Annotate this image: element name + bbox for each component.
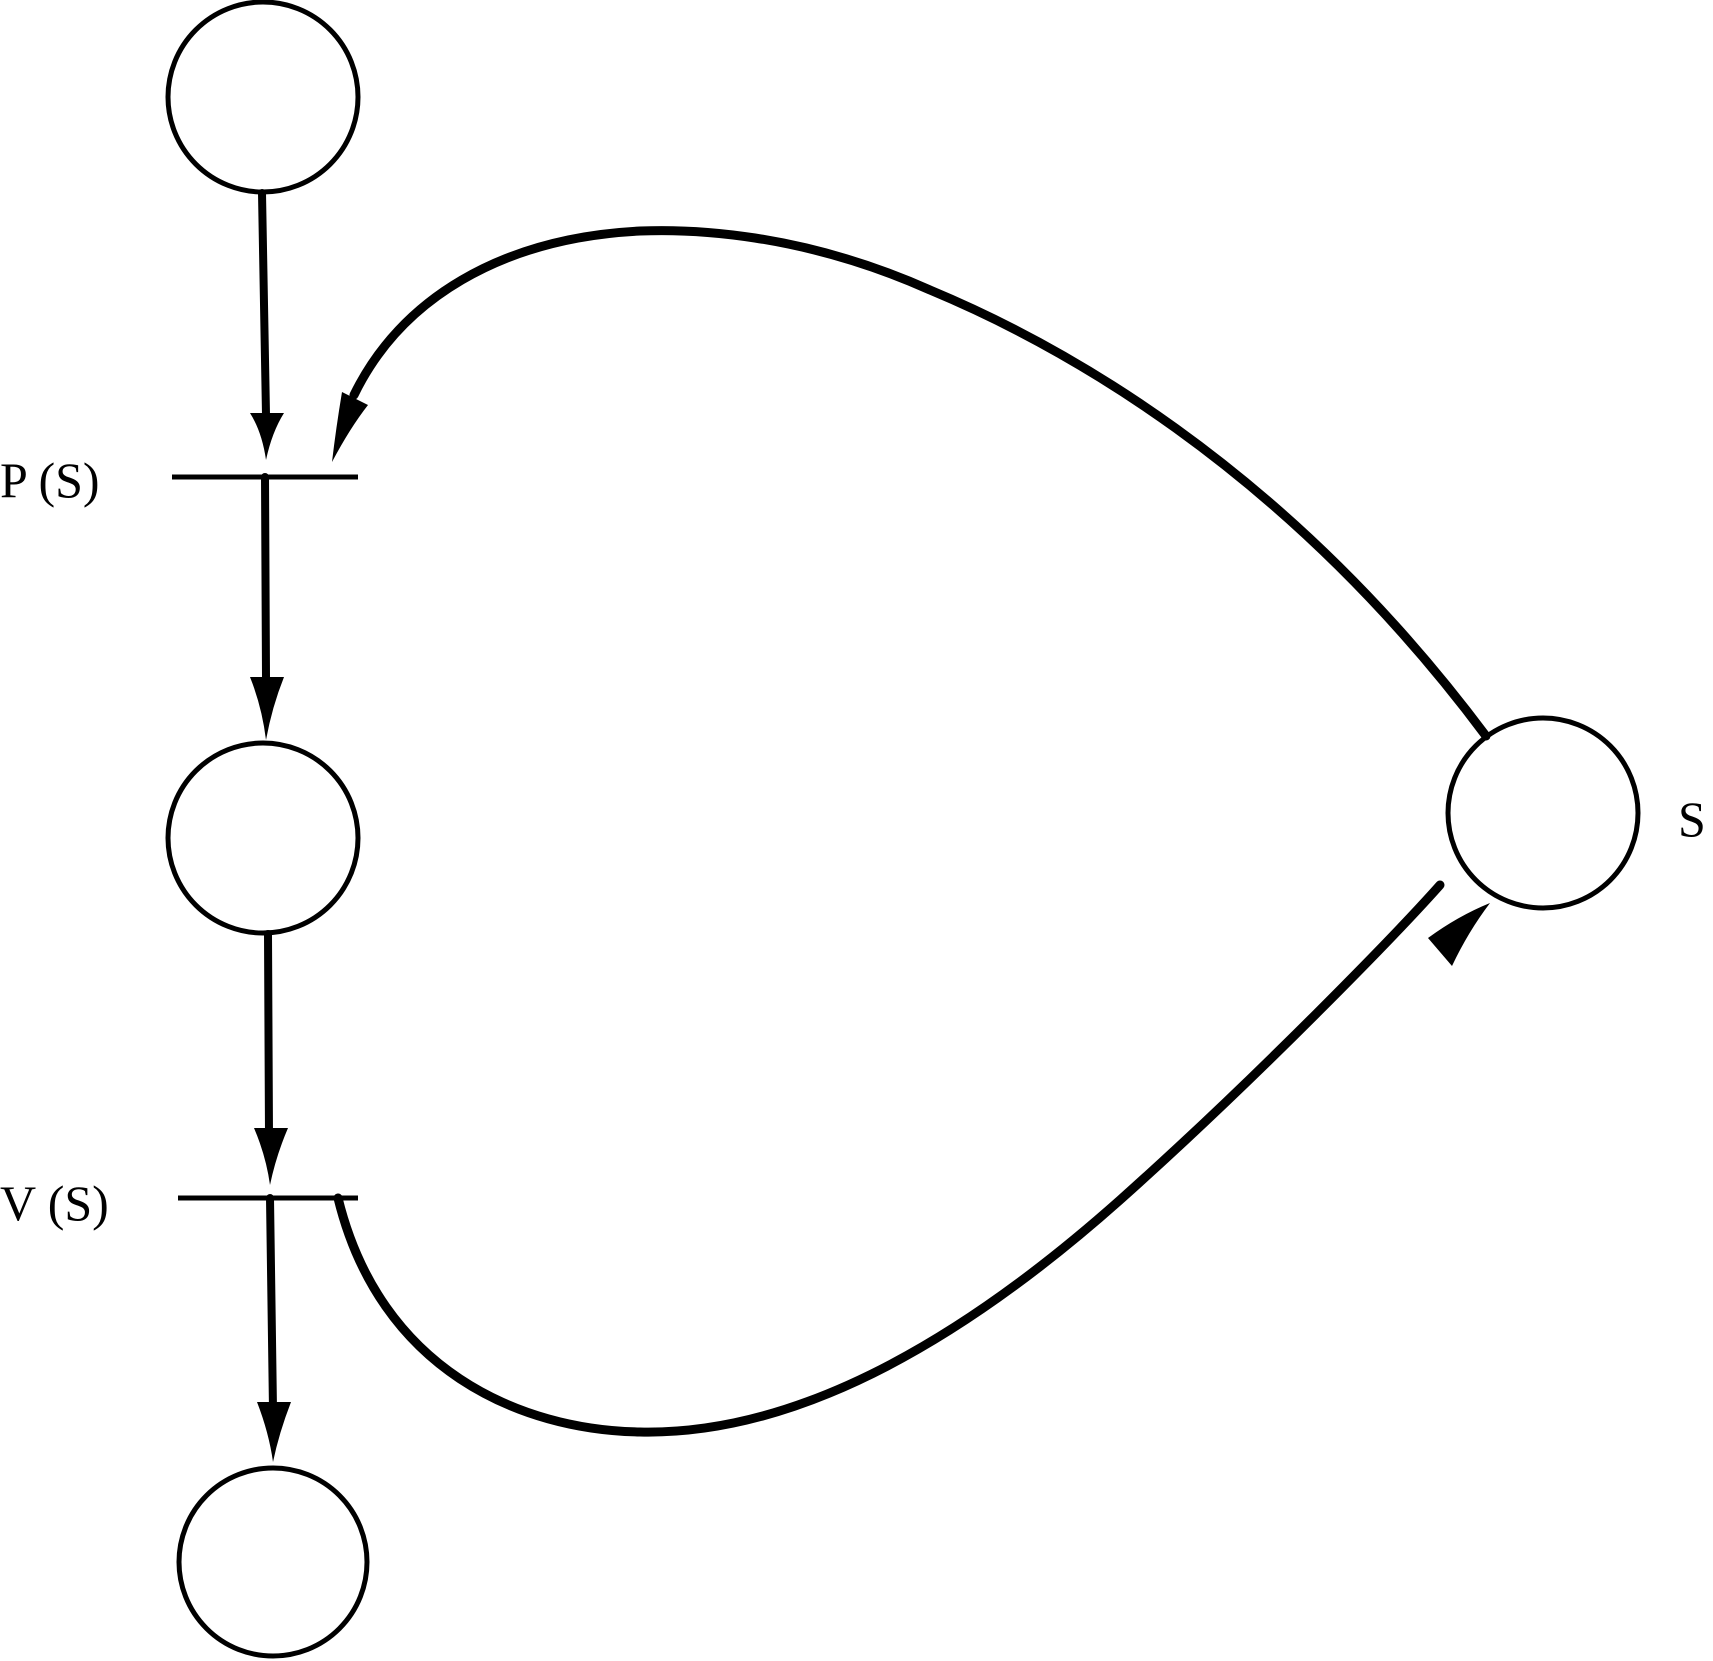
arc-top-to-p — [258, 189, 270, 419]
arrowhead-v-to-bottom — [257, 1402, 291, 1462]
arrowhead-v-to-semaphore — [1428, 903, 1490, 966]
bottom-place — [176, 1465, 370, 1659]
arrowhead-p-to-middle — [250, 677, 284, 740]
arrowhead-semaphore-to-p — [332, 392, 368, 462]
semaphore-place-label: S — [1678, 791, 1706, 847]
arrowhead-top-to-p — [250, 413, 284, 460]
arc-p-to-middle — [261, 473, 270, 682]
arc-middle-to-v — [264, 930, 273, 1140]
middle-place — [165, 740, 361, 936]
v-transition-label: V (S) — [0, 1175, 109, 1231]
p-transition-label: P (S) — [0, 452, 100, 508]
arrowhead-middle-to-v — [254, 1128, 288, 1185]
arc-semaphore-to-p — [349, 226, 1491, 741]
semaphore-place — [1445, 715, 1641, 911]
arc-v-to-semaphore — [333, 880, 1445, 1437]
top-place — [165, 0, 361, 195]
arc-v-to-bottom — [266, 1194, 277, 1414]
